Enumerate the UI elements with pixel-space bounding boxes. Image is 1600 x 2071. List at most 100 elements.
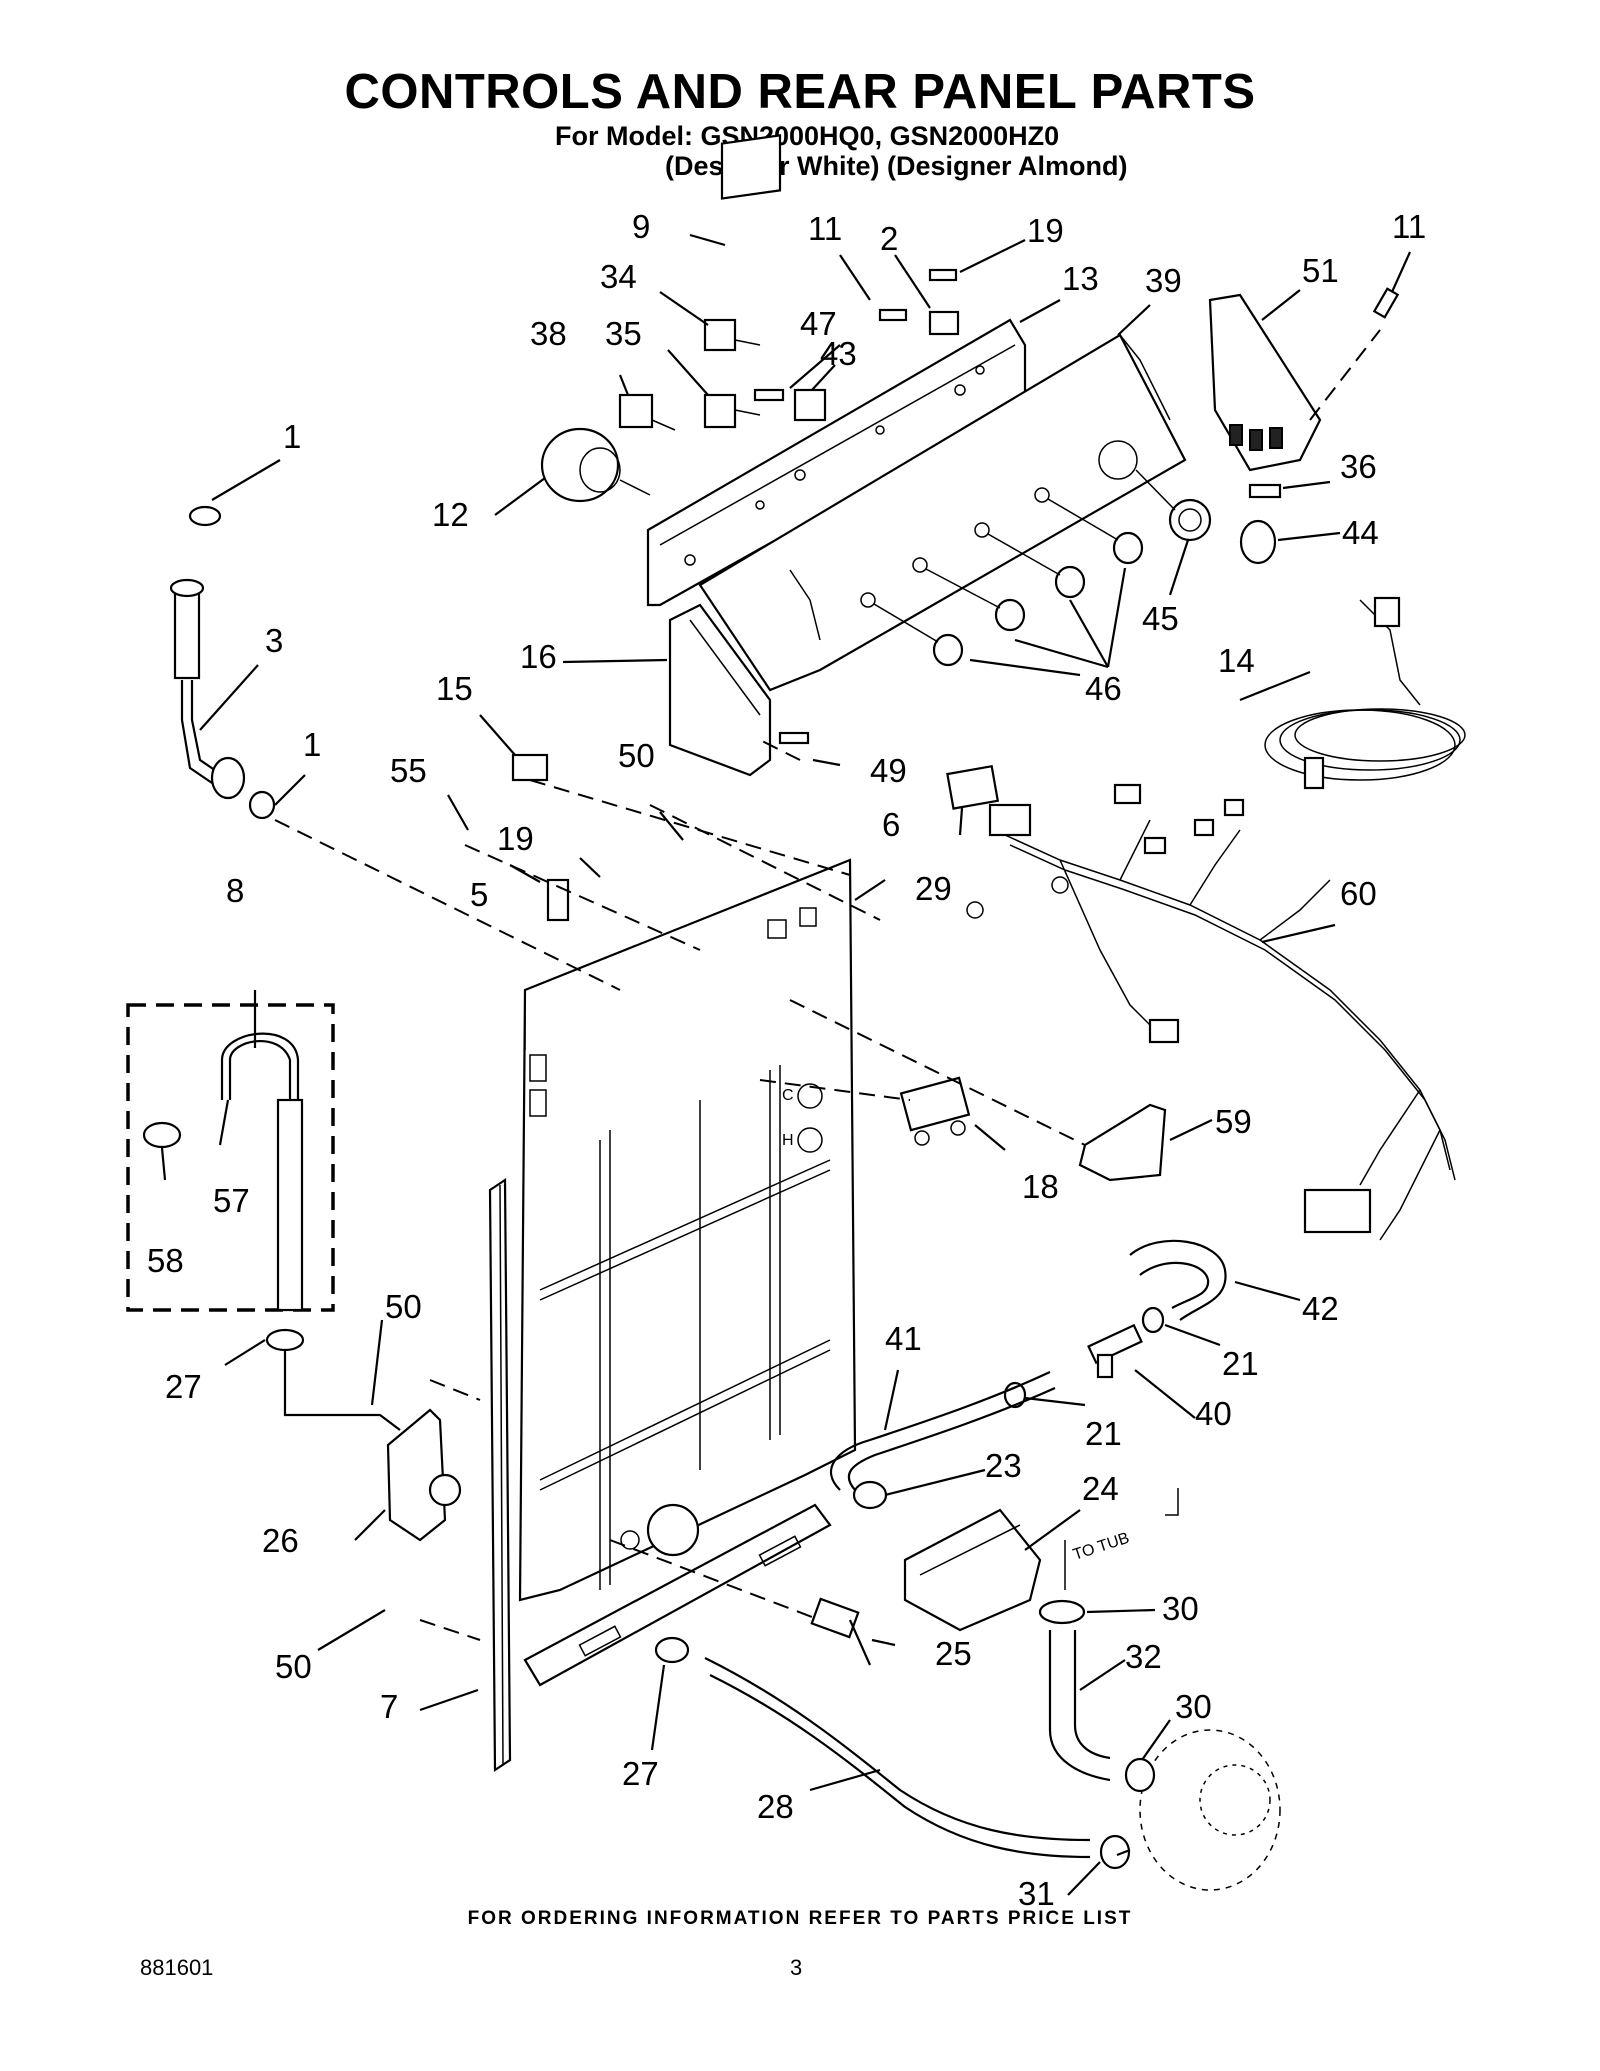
clamp-23 bbox=[852, 1480, 888, 1510]
callout-5: 5 bbox=[470, 876, 488, 913]
callout-7: 7 bbox=[380, 1688, 398, 1725]
clamp-21-top bbox=[1141, 1306, 1165, 1334]
callout-60: 60 bbox=[1340, 875, 1377, 912]
callout-46: 46 bbox=[1085, 670, 1122, 707]
callout-11-top: 11 bbox=[808, 210, 842, 247]
callout-58: 58 bbox=[147, 1242, 184, 1279]
part-25 bbox=[810, 1597, 860, 1639]
callout-34: 34 bbox=[600, 258, 637, 295]
clamp-30-bottom bbox=[1124, 1757, 1156, 1793]
clamp-31 bbox=[1099, 1834, 1131, 1870]
knob-46b bbox=[1054, 565, 1086, 599]
switch-35 bbox=[703, 393, 737, 429]
screw-49 bbox=[778, 731, 810, 745]
callout-38: 38 bbox=[530, 315, 567, 352]
drain-hose-28 bbox=[704, 1657, 1091, 1842]
callout-59: 59 bbox=[1215, 1103, 1252, 1140]
rear-panel-6 bbox=[518, 858, 857, 1602]
knob-46a bbox=[1112, 531, 1144, 565]
callout-35: 35 bbox=[605, 315, 642, 352]
callout-27-bottom: 27 bbox=[622, 1755, 659, 1792]
callout-26: 26 bbox=[262, 1522, 299, 1559]
callout-47: 47 bbox=[800, 305, 837, 342]
document-number: 881601 bbox=[140, 1955, 214, 1980]
base-flange bbox=[523, 1503, 832, 1687]
screw-11-right bbox=[1372, 287, 1400, 319]
power-plug bbox=[1373, 596, 1401, 628]
clip-5 bbox=[546, 878, 570, 922]
callout-19-top: 19 bbox=[1027, 212, 1064, 249]
callout-45: 45 bbox=[1142, 600, 1179, 637]
timer-knob bbox=[1239, 519, 1277, 565]
callout-28: 28 bbox=[757, 1788, 794, 1825]
callout-51: 51 bbox=[1302, 252, 1339, 289]
harness-connector-d bbox=[1193, 818, 1215, 837]
harness-connector-b bbox=[1113, 783, 1142, 805]
part-24 bbox=[903, 1508, 1042, 1632]
part-2 bbox=[928, 310, 960, 336]
callout-25: 25 bbox=[935, 1635, 972, 1672]
harness-connector-e bbox=[1223, 798, 1245, 817]
callout-36: 36 bbox=[1340, 448, 1377, 485]
callout-41: 41 bbox=[885, 1320, 922, 1357]
callout-50-mid: 50 bbox=[618, 737, 655, 774]
callout-2: 2 bbox=[880, 220, 898, 257]
callout-8: 8 bbox=[226, 872, 244, 909]
callout-55: 55 bbox=[390, 752, 427, 789]
harness-block bbox=[1303, 1188, 1372, 1234]
callout-40: 40 bbox=[1195, 1395, 1232, 1432]
hot-mark: H bbox=[782, 1132, 794, 1149]
callout-labels: 1 1 2 3 5 6 7 8 9 11 11 12 13 14 15 16 1… bbox=[147, 208, 1426, 1912]
clamp-27-bottom bbox=[654, 1636, 690, 1664]
callout-12: 12 bbox=[432, 496, 469, 533]
callout-leaders bbox=[160, 233, 1412, 1896]
callout-15: 15 bbox=[436, 670, 473, 707]
callout-6: 6 bbox=[882, 806, 900, 843]
callout-30-top: 30 bbox=[1162, 1590, 1199, 1627]
callout-24: 24 bbox=[1082, 1470, 1119, 1507]
water-valve-18 bbox=[899, 1076, 971, 1132]
callout-14: 14 bbox=[1218, 642, 1255, 679]
callout-50-left: 50 bbox=[385, 1288, 422, 1325]
page-number: 3 bbox=[790, 1955, 803, 1980]
ordering-note: FOR ORDERING INFORMATION REFER TO PARTS … bbox=[467, 1908, 1133, 1929]
inlet-hose-top bbox=[173, 586, 201, 680]
callout-27-left: 27 bbox=[165, 1368, 202, 1405]
timer-dial-base bbox=[1168, 498, 1212, 542]
pump-outline bbox=[1139, 1729, 1281, 1891]
console-front-panel bbox=[698, 333, 1187, 692]
callout-21-top: 21 bbox=[1222, 1345, 1259, 1382]
callout-31: 31 bbox=[1018, 1875, 1055, 1912]
page-title: CONTROLS AND REAR PANEL PARTS bbox=[344, 65, 1256, 119]
callout-39: 39 bbox=[1145, 262, 1182, 299]
washer-1-top bbox=[188, 505, 222, 527]
cold-mark: C bbox=[782, 1087, 794, 1104]
callout-18: 18 bbox=[1022, 1168, 1059, 1205]
callout-50-bottom: 50 bbox=[275, 1648, 312, 1685]
bracket-51 bbox=[1208, 293, 1322, 472]
end-cap-16 bbox=[668, 603, 772, 777]
switch-34 bbox=[703, 318, 737, 352]
callout-19-mid: 19 bbox=[497, 820, 534, 857]
clamp-30-top bbox=[1038, 1599, 1086, 1625]
part-59 bbox=[1078, 1103, 1167, 1182]
knob-46c bbox=[994, 598, 1026, 632]
harness-connector-a bbox=[988, 803, 1032, 837]
callout-13: 13 bbox=[1062, 260, 1099, 297]
switch-38 bbox=[618, 393, 654, 429]
screw-11-top bbox=[878, 308, 908, 322]
callout-29: 29 bbox=[915, 870, 952, 907]
screw-36 bbox=[1248, 483, 1282, 499]
callout-9: 9 bbox=[632, 208, 650, 245]
clamp-58 bbox=[142, 1121, 182, 1149]
screw-47 bbox=[753, 388, 785, 402]
model-line: For Model: GSN2000HQ0, GSN2000HZ0 bbox=[555, 121, 1060, 151]
hose-32 bbox=[1048, 1630, 1111, 1782]
callout-44: 44 bbox=[1342, 514, 1379, 551]
hose-42 bbox=[1129, 1239, 1227, 1321]
callout-1-mid: 1 bbox=[303, 726, 321, 763]
harness-connector-f bbox=[1148, 1018, 1180, 1044]
tee-40 bbox=[1087, 1323, 1143, 1365]
